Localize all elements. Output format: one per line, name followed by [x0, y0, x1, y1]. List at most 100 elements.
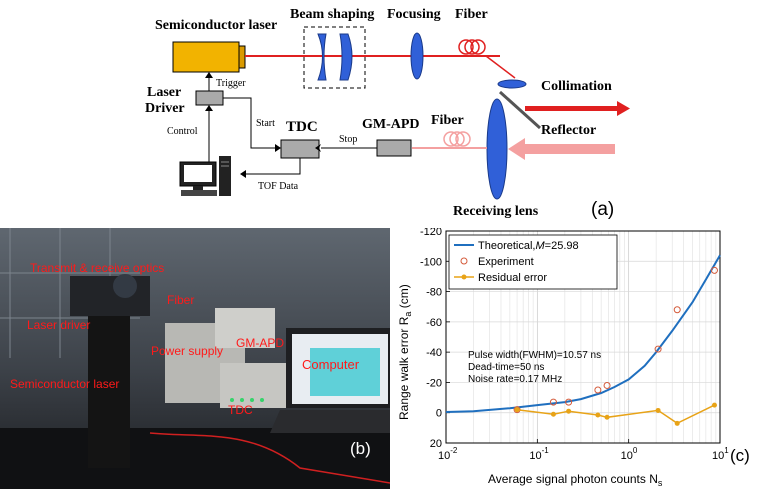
y-axis-label: Range walk error Ra (cm) [397, 284, 413, 420]
plot-frame [445, 230, 721, 444]
y-tick-label: -60 [426, 317, 442, 329]
driver-to-laser-arrow [205, 72, 213, 78]
beam-shaping-box [303, 26, 366, 89]
tdc-to-computer-arrow [240, 170, 246, 178]
fiber-coil-bottom [443, 131, 471, 147]
residual-point [711, 402, 717, 408]
driver-to-tdc-line [223, 97, 279, 149]
trigger-label: Trigger [216, 78, 246, 89]
x-tick-exponent: 1 [724, 446, 729, 455]
x-tick-exponent: -2 [450, 446, 458, 455]
x-tick-base: 10 [529, 450, 541, 462]
photo-label-gm-apd: GM-APD [236, 336, 284, 350]
y-axis-label-unit: (cm) [397, 284, 411, 311]
computer-to-driver-arrow [205, 105, 213, 111]
x-tick-exponent: -1 [542, 446, 550, 455]
gm-apd-box [376, 139, 412, 157]
photo-label-laser-driver: Laser driver [27, 318, 90, 332]
optics-lens [113, 274, 137, 298]
table-surface [0, 428, 390, 489]
focusing-lens [410, 32, 424, 80]
tdc-leds [230, 398, 264, 402]
gm-apd-label: GM-APD [362, 117, 420, 132]
x-tick-base: 10 [438, 450, 450, 462]
panel-c-label: (c) [730, 446, 750, 465]
residual-point [550, 411, 556, 417]
receiving-lens [486, 98, 508, 200]
tdc-to-computer-line [242, 158, 301, 175]
experiment-point [603, 381, 611, 389]
residual-point [566, 408, 572, 414]
collimation-lens [497, 79, 527, 89]
start-label: Start [256, 118, 275, 129]
beam-shaping-label: Beam shaping [290, 7, 374, 22]
receiving-lens-label: Receiving lens [453, 204, 539, 219]
tdc-box [280, 139, 320, 159]
legend-box [448, 234, 618, 290]
experiment-point [549, 398, 557, 406]
annotation-pulse-width: Pulse width(FWHM)=10.57 ns [468, 350, 601, 361]
control-label: Control [167, 126, 198, 137]
legend-residual: Residual error [478, 272, 547, 284]
y-tick-label: 0 [436, 408, 442, 420]
x-axis-label-sub: s [658, 478, 663, 488]
reflector-label: Reflector [541, 123, 596, 138]
legend-experiment: Experiment [478, 256, 534, 268]
semiconductor-laser-body [172, 41, 240, 73]
x-tick-label: 100 [621, 446, 638, 462]
driver-to-tdc-arrow [275, 144, 281, 152]
return-beam-arrow [508, 138, 525, 160]
legend-theory-prefix: Theoretical, [478, 240, 535, 252]
laptop-app-window [310, 348, 380, 396]
photo-label-semiconductor-laser: Semiconductor laser [10, 377, 119, 391]
experiment-point [565, 398, 573, 406]
experiment-point [710, 266, 718, 274]
legend-experiment-swatch [460, 257, 468, 265]
fiber-coil-top [458, 39, 486, 55]
annotation-noise-rate: Noise rate=0.17 MHz [468, 374, 562, 385]
y-axis-label-sub: a [403, 312, 413, 317]
x-tick-base: 10 [712, 450, 724, 462]
y-tick-label: 20 [430, 438, 442, 450]
chart-legend: Theoretical,M=25.98 Experiment Residual … [448, 234, 618, 290]
panel-b-photo: Transmit & receive optics Fiber Laser dr… [0, 228, 390, 489]
y-tick-label: -20 [426, 377, 442, 389]
legend-theory-m: M [535, 240, 545, 252]
legend-residual-marker [461, 274, 467, 280]
y-tick-label: -40 [426, 347, 442, 359]
residual-point [595, 412, 601, 418]
computer-icon [179, 156, 231, 196]
focusing-label: Focusing [387, 7, 441, 22]
residual-point [674, 420, 680, 426]
x-axis-label: Average signal photon counts Ns [488, 472, 663, 488]
stop-label: Stop [339, 134, 357, 145]
laptop-base [270, 410, 390, 433]
red-cable [149, 432, 390, 484]
experiment-point [594, 386, 602, 394]
y-tick-label: -120 [420, 228, 442, 238]
residual-point [514, 407, 520, 413]
residual-point [604, 414, 610, 420]
tof-data-label: TOF Data [258, 181, 299, 192]
outgoing-beam-band [525, 106, 617, 111]
x-tick-base: 10 [621, 450, 633, 462]
x-tick-label: 10-1 [529, 446, 549, 462]
x-tick-label: 101 [712, 446, 729, 462]
laser-driver-label-2: Driver [145, 101, 185, 116]
chart-series [445, 254, 721, 426]
return-beam-band [525, 144, 615, 154]
collimation-label: Collimation [541, 79, 612, 94]
y-tick-label: -80 [426, 287, 442, 299]
x-axis-label-main: Average signal photon counts N [488, 472, 658, 486]
y-tick-label: -100 [420, 256, 442, 268]
x-tick-label: 10-2 [438, 446, 458, 462]
semiconductor-laser-cap [238, 45, 246, 69]
gm-apd-unit [215, 308, 275, 348]
beam-shaping-lens-1 [317, 33, 327, 81]
photo-label-power-supply: Power supply [151, 344, 223, 358]
laser-driver-label-1: Laser [147, 85, 181, 100]
laser-driver-box [195, 90, 224, 106]
